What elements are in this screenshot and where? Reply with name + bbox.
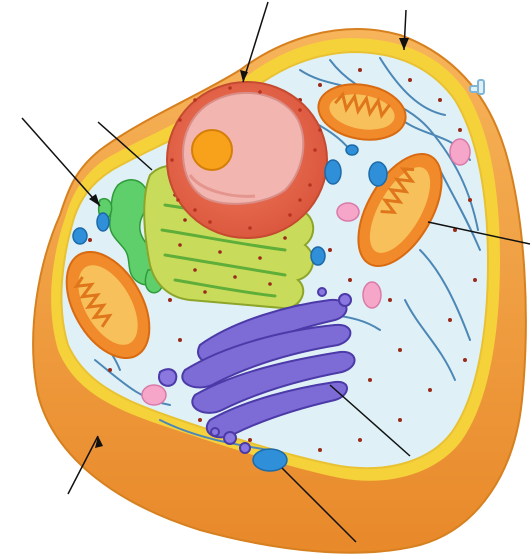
- centriole: [470, 80, 484, 94]
- nucleus: [167, 82, 327, 238]
- nucleolus: [192, 130, 232, 170]
